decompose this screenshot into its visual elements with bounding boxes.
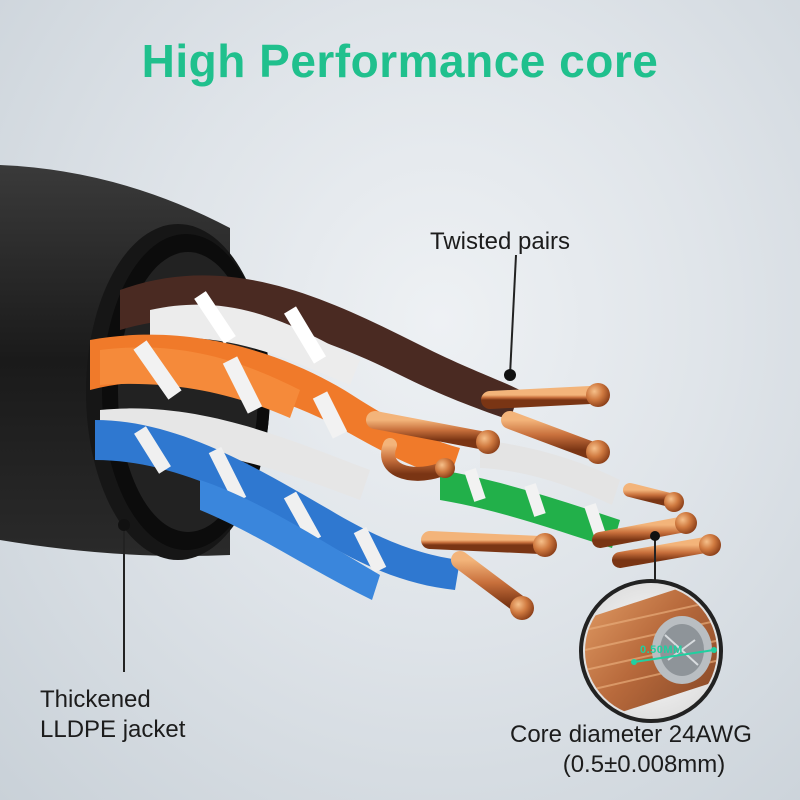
magnifier-icon: [579, 579, 723, 723]
twisted-pairs: [90, 275, 620, 600]
measurement-label: 0.50MM: [640, 644, 683, 656]
page-title: High Performance core: [141, 35, 659, 87]
twisted-pairs-label: Twisted pairs: [430, 228, 571, 255]
core-diameter-line2: (0.5±0.008mm): [562, 751, 726, 778]
core-diameter-line1: Core diameter 24AWG: [510, 721, 752, 748]
core-diameter-label: Core diameter 24AWG (0.5±0.008mm): [510, 720, 784, 780]
jacket-label-line2: LLDPE jacket: [40, 716, 186, 743]
copper-conductors: [366, 383, 721, 620]
jacket-label: Thickened LLDPE jacket: [40, 685, 185, 745]
jacket-label-line1: Thickened: [40, 686, 151, 713]
callout-lines: [118, 254, 660, 672]
